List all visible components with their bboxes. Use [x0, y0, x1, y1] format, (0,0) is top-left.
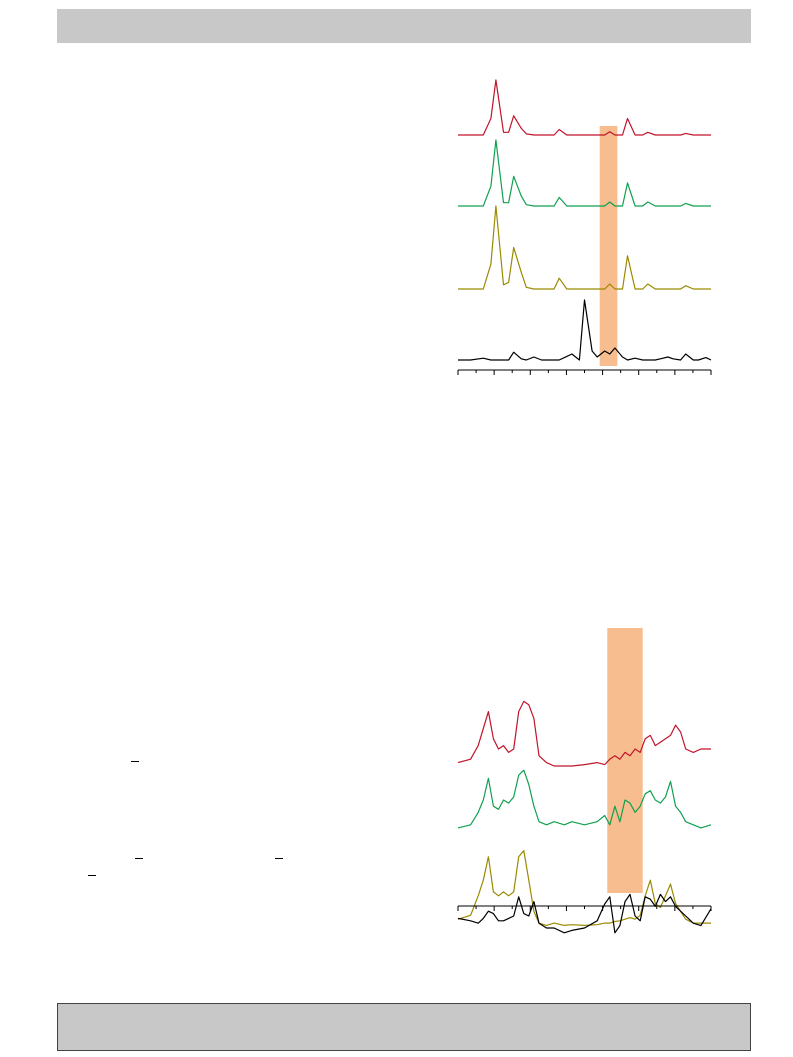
- trace-olive: [457, 850, 711, 926]
- trace-black: [457, 893, 712, 934]
- dash-mark: [88, 875, 96, 876]
- highlight-band: [607, 628, 643, 893]
- dash-mark: [275, 858, 283, 859]
- header-banner: [57, 9, 751, 43]
- spectra-stack-bottom: [457, 628, 712, 934]
- footer-banner: [57, 1003, 751, 1051]
- trace-olive: [458, 205, 711, 290]
- trace-red: [458, 79, 711, 136]
- highlight-band: [599, 126, 618, 366]
- dash-mark: [135, 858, 143, 859]
- spectra-stack-top: [457, 79, 712, 375]
- trace-green: [458, 139, 711, 207]
- dash-mark: [131, 761, 139, 762]
- trace-green: [457, 769, 712, 829]
- trace-red: [457, 700, 711, 767]
- trace-black: [458, 299, 712, 361]
